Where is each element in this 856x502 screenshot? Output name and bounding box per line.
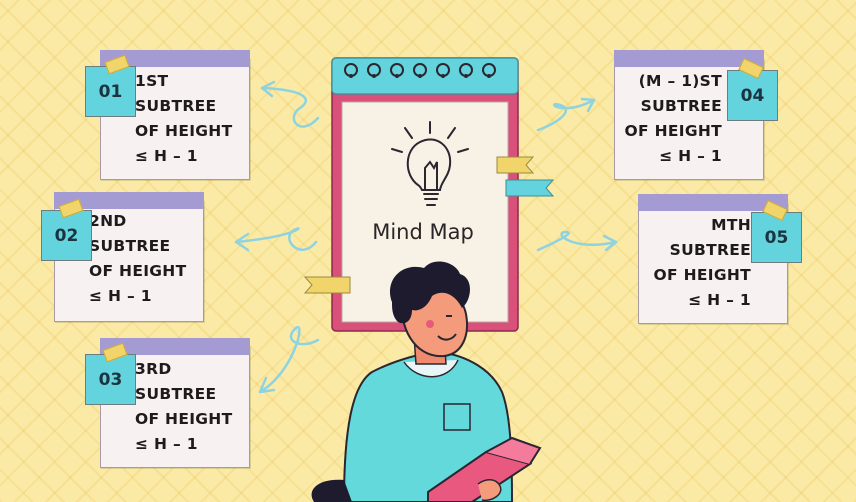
- note-text: 1ST SUBTREE OF HEIGHT ≤ H – 1: [135, 69, 232, 169]
- note-line: 3RD: [135, 360, 172, 378]
- note-number-badge: 04: [727, 70, 778, 121]
- note-line: OF HEIGHT: [135, 122, 233, 140]
- note-02: 2ND SUBTREE OF HEIGHT ≤ H – 1: [54, 187, 204, 322]
- note-text: 3RD SUBTREE OF HEIGHT ≤ H – 1: [135, 357, 232, 457]
- center-title: Mind Map: [372, 220, 474, 244]
- note-number-badge: 01: [85, 66, 136, 117]
- note-number-badge: 02: [41, 210, 92, 261]
- note-line: SUBTREE: [640, 97, 722, 115]
- note-line: OF HEIGHT: [624, 122, 722, 140]
- note-line: SUBTREE: [135, 97, 217, 115]
- note-number-badge: 03: [85, 354, 136, 405]
- note-line: ≤ H – 1: [688, 291, 751, 309]
- note-line: SUBTREE: [669, 241, 751, 259]
- note-number-badge: 05: [751, 212, 802, 263]
- note-line: SUBTREE: [89, 237, 171, 255]
- note-line: 2ND: [89, 212, 127, 230]
- note-line: 1ST: [135, 72, 169, 90]
- note-text: MTH SUBTREE OF HEIGHT ≤ H – 1: [641, 213, 751, 313]
- lightbulb-icon: [391, 121, 469, 206]
- note-line: MTH: [711, 216, 751, 234]
- note-line: ≤ H – 1: [135, 435, 198, 453]
- note-text: (M – 1)ST SUBTREE OF HEIGHT ≤ H – 1: [619, 69, 722, 169]
- connector-arrows: [234, 80, 618, 394]
- person-illustration: [311, 261, 542, 502]
- note-05: MTH SUBTREE OF HEIGHT ≤ H – 1: [638, 189, 788, 324]
- note-line: OF HEIGHT: [89, 262, 187, 280]
- note-line: ≤ H – 1: [89, 287, 152, 305]
- note-line: OF HEIGHT: [653, 266, 751, 284]
- note-line: SUBTREE: [135, 385, 217, 403]
- note-line: ≤ H – 1: [659, 147, 722, 165]
- note-line: OF HEIGHT: [135, 410, 233, 428]
- note-line: (M – 1)ST: [638, 72, 722, 90]
- note-text: 2ND SUBTREE OF HEIGHT ≤ H – 1: [89, 209, 186, 309]
- note-line: ≤ H – 1: [135, 147, 198, 165]
